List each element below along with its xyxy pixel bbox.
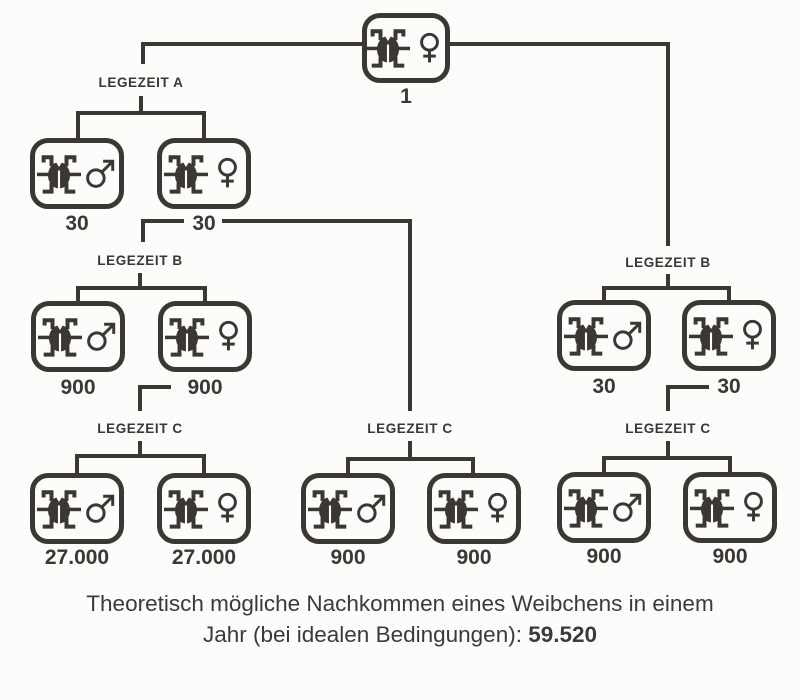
beetle-box-c-middle-male (301, 473, 395, 544)
group-label-c-right: LEGEZEIT C (625, 421, 711, 436)
count-b-right-male: 30 (592, 375, 616, 398)
beetle-box-b-right-male (557, 300, 651, 371)
beetle-box-c-right-male (557, 472, 651, 543)
beetle-icon (690, 482, 734, 534)
connector-root-to-group-b-right (450, 42, 670, 246)
connector-group-c-right-bracket (602, 441, 732, 472)
beetle-box-a-female (157, 138, 251, 209)
beetle-box-c-right-female (683, 472, 777, 543)
connector-a-female-to-b-left (141, 219, 184, 242)
male-symbol-icon (611, 315, 644, 356)
beetle-icon (564, 482, 608, 534)
female-symbol-icon (481, 488, 514, 529)
beetle-box-c-left-male (30, 473, 124, 544)
group-label-c-left: LEGEZEIT C (97, 421, 183, 436)
count-c-middle-female: 900 (456, 546, 492, 569)
group-label-a-left: LEGEZEIT A (98, 75, 184, 90)
beetle-icon (689, 310, 733, 362)
beetle-icon (308, 483, 352, 535)
group-label-b-left: LEGEZEIT B (97, 253, 183, 268)
beetle-icon (366, 22, 410, 74)
beetle-box-b-left-female (158, 301, 252, 372)
count-b-left-male: 900 (60, 376, 96, 399)
female-symbol-icon (413, 28, 446, 69)
connector-group-c-middle-bracket (346, 441, 475, 473)
count-c-left-female: 27.000 (171, 546, 237, 569)
female-symbol-icon (737, 487, 770, 528)
caption-line1: Theoretisch mögliche Nachkommen eines We… (86, 591, 714, 616)
group-label-b-right: LEGEZEIT B (625, 255, 711, 270)
group-label-c-middle: LEGEZEIT C (367, 421, 453, 436)
connector-b-right-female-to-c-right (666, 385, 709, 411)
beetle-box-a-male (30, 138, 124, 209)
count-a-male: 30 (65, 212, 89, 235)
male-symbol-icon (84, 153, 117, 194)
beetle-box-root-female (362, 13, 450, 83)
beetle-icon (165, 311, 209, 363)
female-symbol-icon (211, 488, 244, 529)
count-b-right-female: 30 (717, 375, 741, 398)
beetle-box-c-left-female (157, 473, 251, 544)
male-symbol-icon (84, 488, 117, 529)
beetle-box-c-middle-female (427, 473, 521, 544)
count-root: 1 (400, 85, 412, 108)
connector-group-b-left-bracket (76, 273, 207, 301)
connector-group-c-left-bracket (75, 441, 206, 473)
beetle-box-b-left-male (31, 301, 125, 372)
beetle-icon (37, 483, 81, 535)
connector-root-to-group-a (141, 42, 362, 64)
beetle-icon (164, 148, 208, 200)
caption-line2-prefix: Jahr (bei idealen Bedingungen): (202, 622, 529, 647)
male-symbol-icon (355, 488, 388, 529)
male-symbol-icon (611, 487, 644, 528)
beetle-box-b-right-female (682, 300, 776, 371)
connector-b-left-female-to-c-left (138, 385, 171, 411)
count-b-left-female: 900 (187, 376, 223, 399)
male-symbol-icon (85, 316, 118, 357)
connector-a-female-to-c-middle (222, 219, 412, 411)
count-c-right-female: 900 (712, 545, 748, 568)
beetle-icon (164, 483, 208, 535)
beetle-icon (434, 483, 478, 535)
caption: Theoretisch mögliche Nachkommen eines We… (0, 588, 800, 650)
count-c-right-male: 900 (586, 545, 622, 568)
caption-total: 59.520 (528, 622, 598, 647)
female-symbol-icon (212, 316, 245, 357)
female-symbol-icon (736, 315, 769, 356)
count-c-left-male: 27.000 (44, 546, 110, 569)
female-symbol-icon (211, 153, 244, 194)
beetle-icon (37, 148, 81, 200)
beetle-icon (564, 310, 608, 362)
beetle-icon (38, 311, 82, 363)
connector-group-b-right-bracket (602, 274, 731, 300)
count-c-middle-male: 900 (330, 546, 366, 569)
connector-group-a-bracket (76, 96, 206, 138)
count-a-female: 30 (192, 212, 216, 235)
